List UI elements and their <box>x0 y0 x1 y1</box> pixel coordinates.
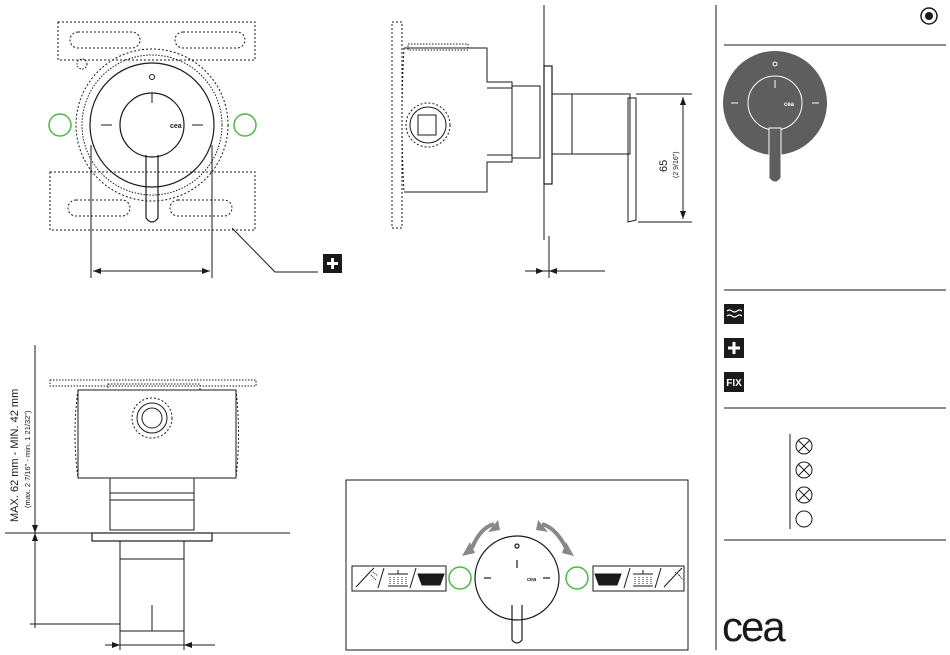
brand-logo: cea <box>722 606 784 648</box>
hand-shower-icon-right <box>664 568 683 587</box>
operation-ring-left <box>449 567 471 589</box>
rotate-right-arrow-icon <box>536 520 574 556</box>
leader-line <box>232 228 318 272</box>
outlet-icons-left <box>352 566 446 591</box>
plus-icon <box>323 254 342 273</box>
fix-icon: FIX <box>724 372 744 392</box>
closed-outlet-icon <box>796 438 812 454</box>
side-height-dimension <box>636 94 692 222</box>
overhead-shower-icon <box>388 570 408 586</box>
operation-faceplate <box>475 536 559 643</box>
flow-symbols <box>790 434 812 529</box>
water-icon <box>724 304 744 324</box>
green-ring-right <box>234 114 256 136</box>
section-depth-dimension <box>30 345 215 650</box>
depth-imperial-label: (max. 2 7/16" - min. 1 21/32") <box>23 410 32 508</box>
rotate-left-arrow-icon <box>462 520 500 556</box>
height-imperial-label: (2 9/16") <box>673 151 680 178</box>
bathtub-icon <box>418 574 444 585</box>
bathtub-icon-right <box>595 574 621 585</box>
height-value-label: 65 <box>658 160 670 172</box>
target-icon <box>921 8 937 24</box>
overhead-shower-icon-right <box>633 570 653 586</box>
side-view-drawing <box>392 5 636 278</box>
closed-outlet-icon <box>796 487 812 503</box>
closed-outlet-icon <box>796 462 812 478</box>
front-view-drawing <box>50 22 255 230</box>
depth-metric-label: MAX. 62 mm - MIN. 42 mm <box>9 389 21 522</box>
operation-knob-logo: cea <box>527 577 537 583</box>
side-depth-dimension <box>525 268 605 274</box>
thumbnail-knob-logo: cea <box>784 102 795 108</box>
front-width-dimension <box>91 145 212 278</box>
operation-ring-right <box>566 567 588 589</box>
plus-icon-panel <box>724 338 744 358</box>
hand-shower-icon <box>356 568 378 587</box>
section-view-drawing <box>5 380 290 631</box>
green-ring-left <box>49 114 71 136</box>
product-thumbnail <box>723 51 827 182</box>
front-knob-logo: cea <box>170 123 182 130</box>
outlet-icons-right <box>593 566 684 591</box>
open-outlet-icon <box>796 511 812 527</box>
fix-icon-label: FIX <box>726 378 742 389</box>
